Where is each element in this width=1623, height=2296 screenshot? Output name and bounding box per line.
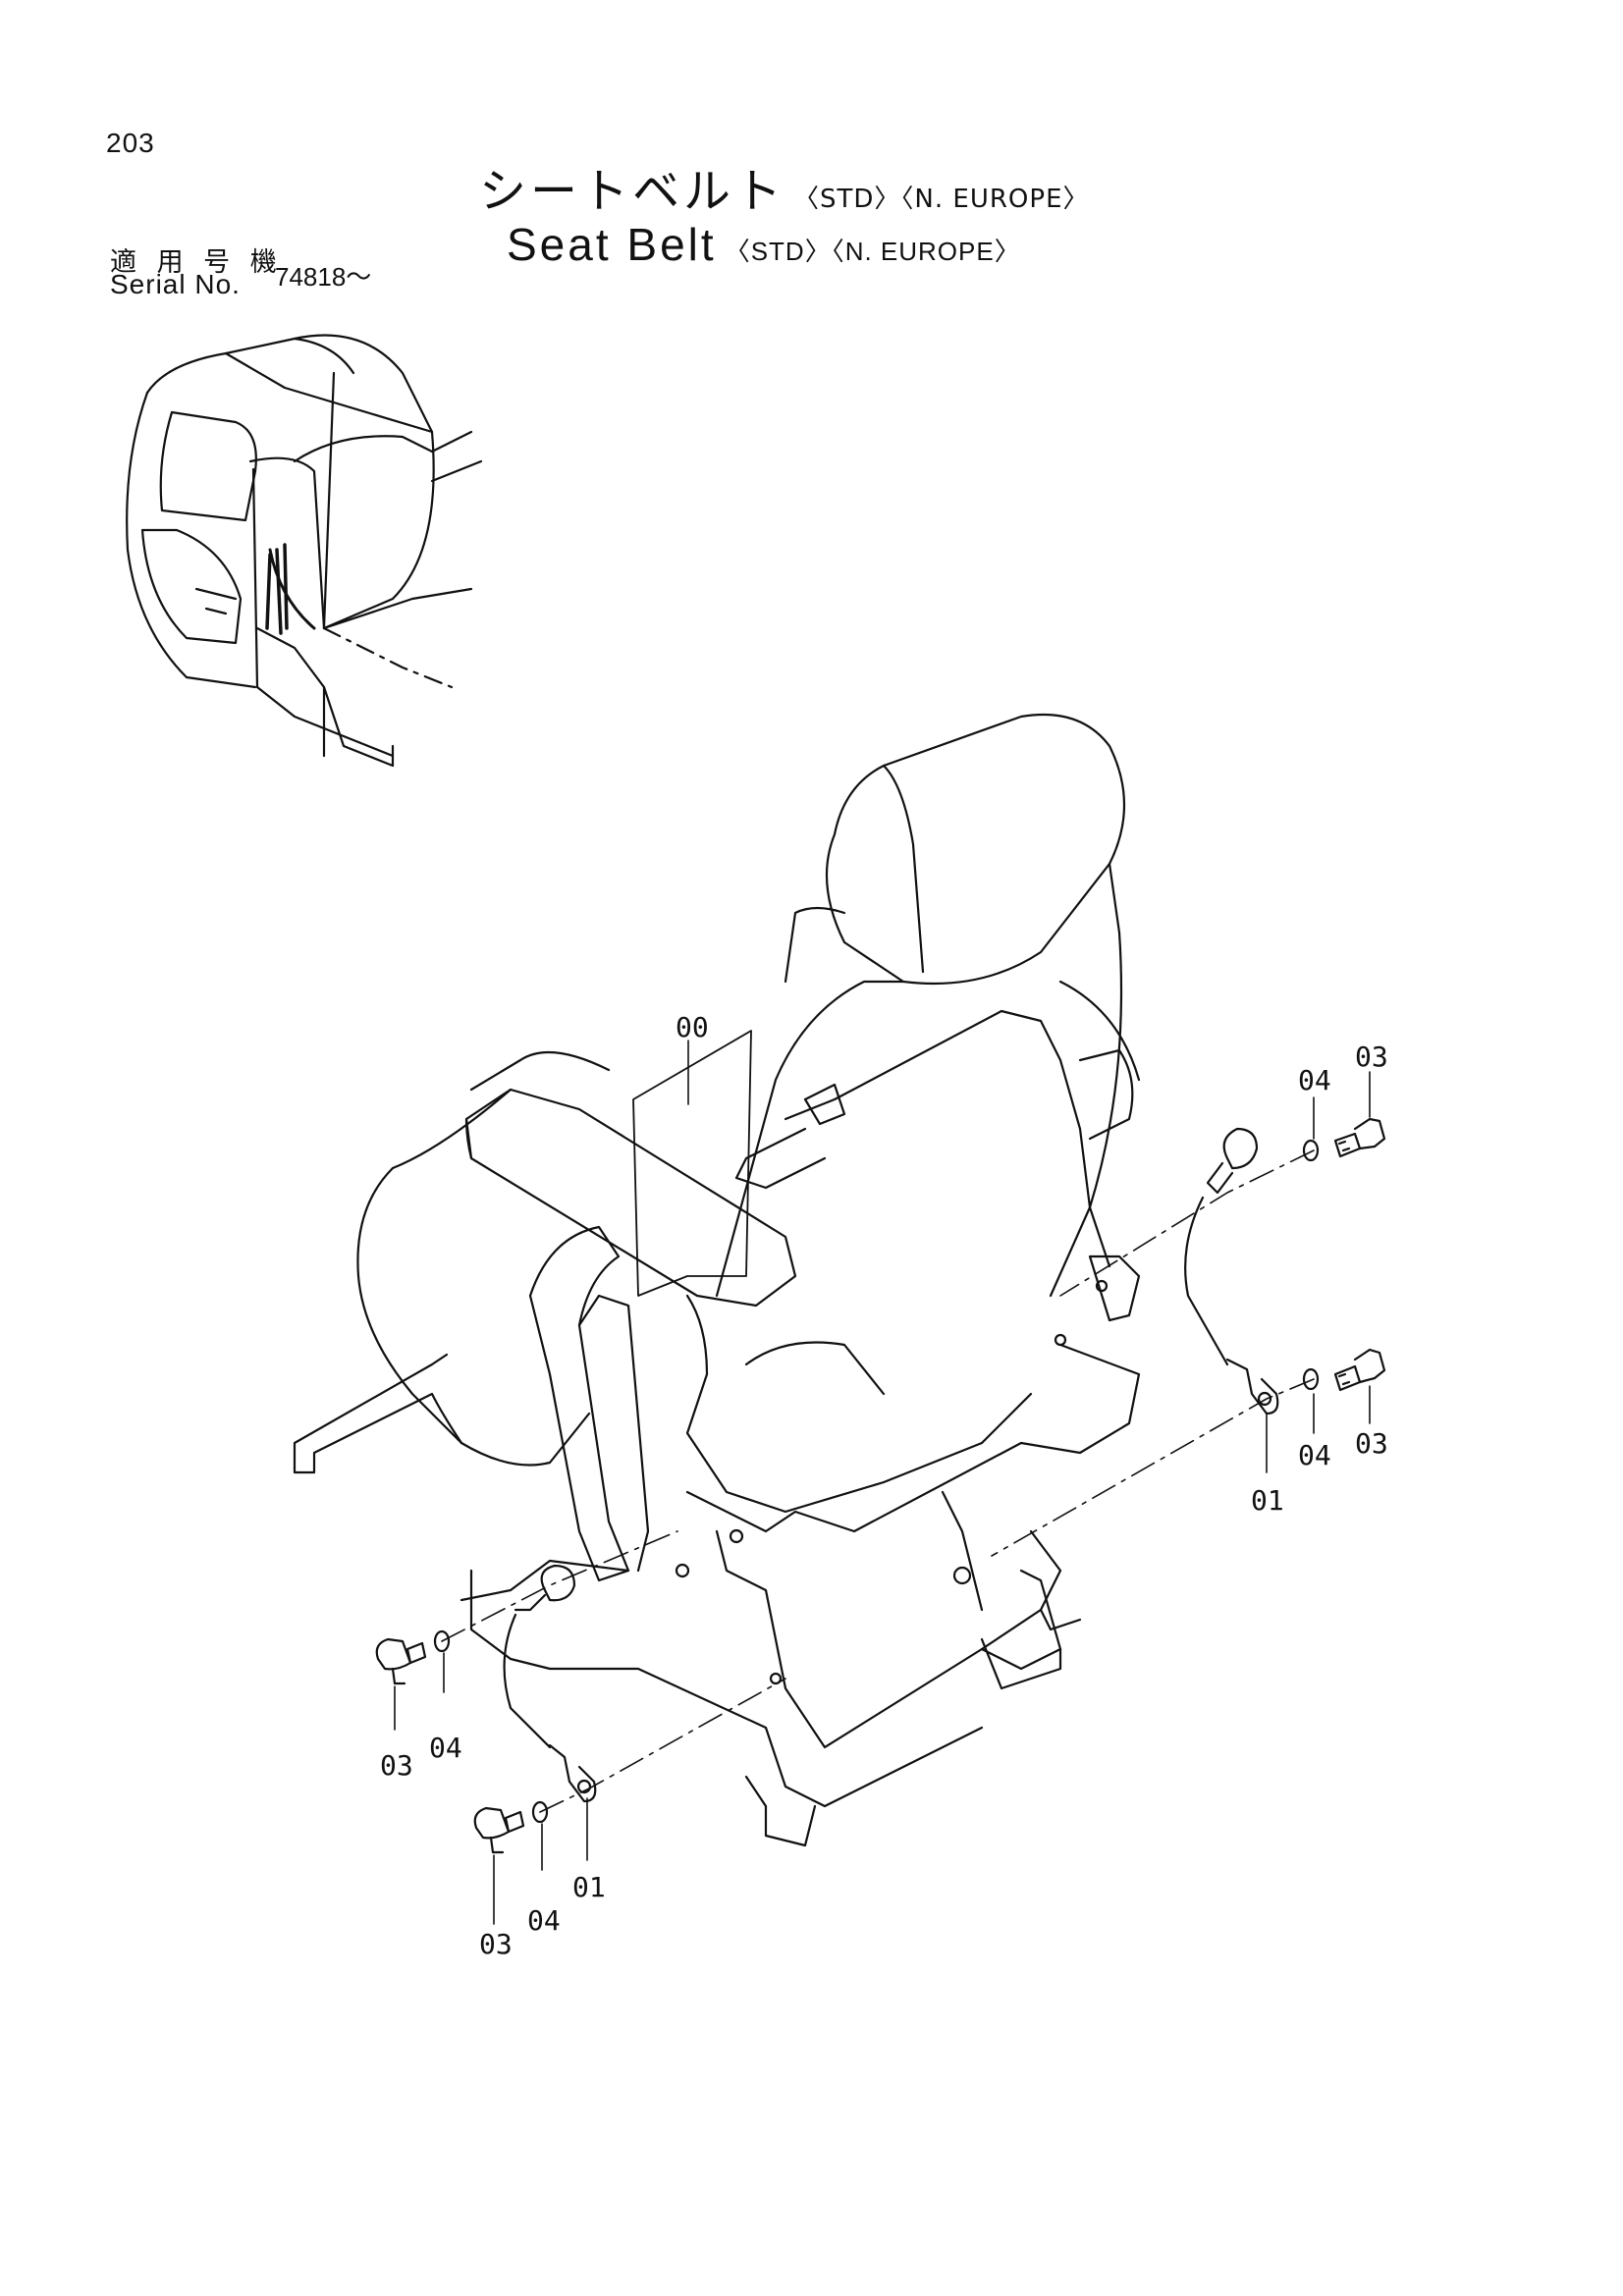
serial-value: 74818～: [275, 262, 372, 292]
page-number: 203: [106, 128, 155, 158]
title-japanese: シートベルト〈STD〉〈N. EUROPE〉: [479, 152, 1090, 221]
cab-inset-drawing: [126, 334, 483, 768]
left-cable-drawing: [503, 1564, 597, 1803]
callout-03-left-top: 03: [380, 1749, 413, 1782]
serial-label-en: Serial No.: [110, 269, 241, 299]
callout-00: 00: [676, 1011, 709, 1043]
callout-04-right-top: 04: [1298, 1064, 1331, 1096]
variant-tags-en: 〈STD〉〈N. EUROPE〉: [724, 237, 1021, 266]
callout-01-left: 01: [572, 1871, 606, 1903]
title-english: Seat Belt〈STD〉〈N. EUROPE〉: [507, 218, 1021, 271]
callout-04-left-bottom: 04: [527, 1904, 561, 1937]
title-jp-text: シートベルト: [479, 164, 786, 219]
variant-tags-jp: 〈STD〉〈N. EUROPE〉: [793, 185, 1090, 214]
callout-03-left-bottom: 03: [479, 1928, 513, 1960]
hardware-drawing: [375, 1117, 1386, 1854]
callout-03-right-bottom: 03: [1355, 1427, 1388, 1460]
title-en-text: Seat Belt: [507, 219, 717, 270]
leader-lines: [394, 1040, 1371, 1925]
callout-04-left-top: 04: [429, 1732, 462, 1764]
right-cable-drawing: [1184, 1127, 1279, 1415]
assembly-lines: [441, 1149, 1315, 1813]
callout-01-right: 01: [1251, 1484, 1284, 1517]
serial-label-jp: 適 用 号 機: [110, 247, 283, 278]
seat-assembly-drawing: [293, 713, 1141, 1847]
callout-03-right-top: 03: [1355, 1041, 1388, 1073]
callout-04-right-bottom: 04: [1298, 1439, 1331, 1471]
